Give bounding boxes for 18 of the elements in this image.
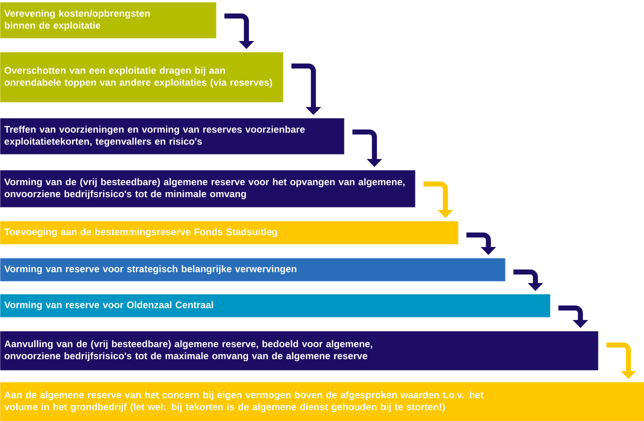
step-box: [0, 294, 550, 318]
step-text: Vorming van reserve voor strategisch belangrijke verwervingen: [4, 265, 296, 274]
step-text: Vorming van de (vrij besteedbare) algemene reserve voor het opvangen van algemene, onvoorziene bedrijfsrisico's tot de minimale omvang: [4, 178, 405, 200]
step-text: Treffen van voorzieningen en vorming van reserves voorzienbare exploitatietekorten, tegenvallers en risico's: [4, 126, 305, 147]
step-text: Verevening kosten/opbrengsten binnen de exploitatie: [4, 10, 150, 31]
step-box: [0, 170, 416, 208]
step-box: [0, 52, 284, 102]
step-text: Toevoeging aan de bestemmingsreserve Fonds Stadsuitleg: [4, 228, 278, 238]
step-box: [0, 2, 216, 38]
step-box: [0, 331, 598, 370]
step-box: [0, 118, 344, 154]
step-text: Aan de algemene reserve van het concern bij eigen vermogen boven de afgesproken waarden t.o.v. het volume in het grondbedrijf (let wel: bij tekorten is de algemene dienst gehouden bij te storten!): [4, 391, 484, 412]
step-text: Overschotten van een exploitatie dragen bij aan onrendabele toppen van andere exploitaties (via reserves): [4, 66, 272, 88]
step-box: [0, 221, 458, 244]
step-box: [0, 258, 506, 282]
step-text: Aanvulling van de (vrij besteedbare) algemene reserve, bedoeld voor algemene, onvoorziene bedrijfsrisico's tot de maximale omvang van de algemene reserve: [4, 340, 372, 362]
step-box: [0, 382, 644, 421]
step-text: Vorming van reserve voor Oldenzaal Centraal: [4, 301, 213, 310]
